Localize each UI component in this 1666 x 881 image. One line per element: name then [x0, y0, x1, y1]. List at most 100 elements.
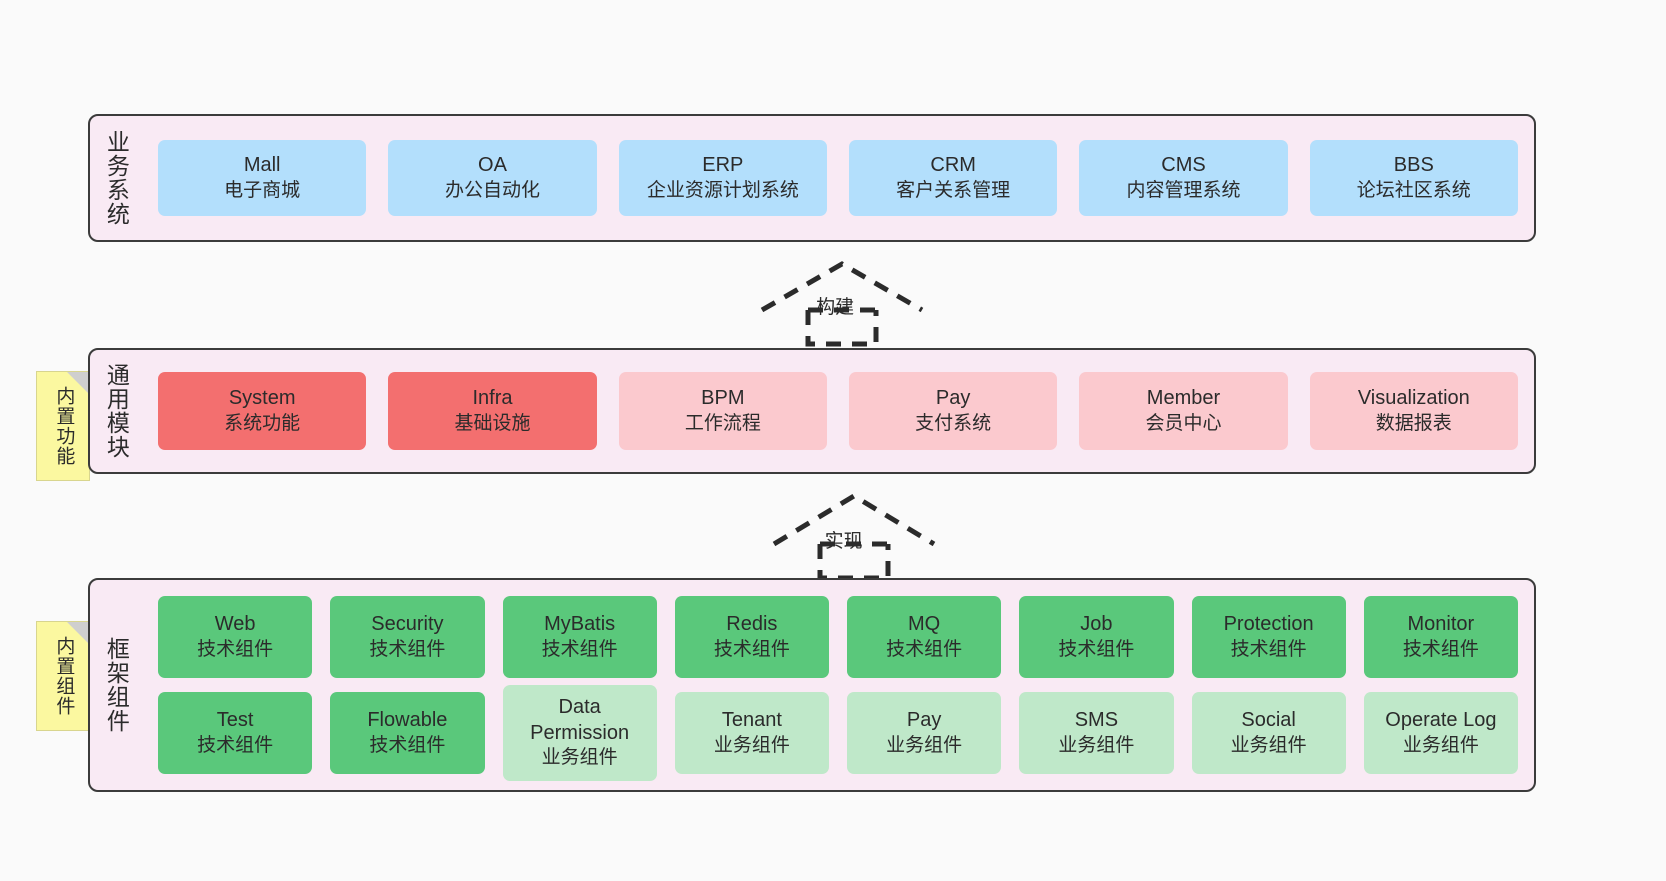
- layer-body-framework-components: Web 技术组件 Security 技术组件 MyBatis 技术组件 Redi…: [142, 580, 1534, 790]
- card-title: BPM: [701, 387, 745, 410]
- module-card-infra[interactable]: Infra 基础设施: [388, 372, 597, 450]
- card-title: CRM: [930, 154, 976, 177]
- card-subtitle: 技术组件: [1058, 638, 1135, 660]
- note-label: 内置组件: [53, 636, 75, 716]
- module-card-member[interactable]: Member 会员中心: [1079, 372, 1288, 450]
- layer-title-business: 业务系统: [103, 130, 130, 226]
- card-subtitle: 基础设施: [454, 412, 531, 434]
- card-subtitle: 技术组件: [369, 734, 446, 756]
- card-subtitle: 技术组件: [1230, 638, 1307, 660]
- framework-card-flowable[interactable]: Flowable 技术组件: [330, 692, 485, 774]
- note-fold-corner-icon: [67, 622, 89, 644]
- framework-card-protection[interactable]: Protection 技术组件: [1191, 596, 1346, 678]
- layer-title-common-modules: 通用模块: [103, 363, 130, 459]
- layer-panel-framework-components: 框架组件 Web 技术组件 Security 技术组件 MyBatis 技术组件…: [88, 578, 1536, 792]
- framework-card-web[interactable]: Web 技术组件: [158, 596, 313, 678]
- card-subtitle: 技术组件: [886, 638, 963, 660]
- module-card-bpm[interactable]: BPM 工作流程: [618, 372, 827, 450]
- card-title: Pay: [935, 387, 971, 410]
- card-title: Monitor: [1407, 613, 1475, 636]
- layer-title-framework-components: 框架组件: [103, 637, 130, 733]
- business-card-oa[interactable]: OA 办公自动化: [388, 140, 597, 216]
- card-title: Job: [1080, 613, 1113, 636]
- card-subtitle: 企业资源计划系统: [646, 179, 799, 201]
- layer-row: Test 技术组件 Flowable 技术组件 Data Permission …: [158, 685, 1518, 781]
- layer-row: System 系统功能 Infra 基础设施 BPM 工作流程 Pay 支付系统…: [158, 372, 1518, 450]
- card-title: Member: [1146, 387, 1221, 410]
- card-title: Test: [216, 709, 254, 732]
- framework-card-monitor[interactable]: Monitor 技术组件: [1363, 596, 1518, 678]
- note-fold-corner-icon: [67, 372, 89, 394]
- card-subtitle: 技术组件: [369, 638, 446, 660]
- card-title: Data Permission: [530, 696, 630, 744]
- card-subtitle: 内容管理系统: [1126, 179, 1241, 201]
- card-title: MyBatis: [544, 613, 616, 636]
- card-subtitle: 技术组件: [1402, 638, 1479, 660]
- card-subtitle: 技术组件: [541, 638, 618, 660]
- layer-row: Mall 电子商城 OA 办公自动化 ERP 企业资源计划系统 CRM 客户关系…: [158, 140, 1518, 216]
- card-title: Operate Log: [1385, 709, 1497, 732]
- card-title: Infra: [472, 387, 513, 410]
- framework-card-operate-log[interactable]: Operate Log 业务组件: [1363, 692, 1518, 774]
- card-subtitle: 技术组件: [197, 734, 274, 756]
- note-builtin-components: 内置组件: [36, 621, 90, 731]
- framework-card-social[interactable]: Social 业务组件: [1191, 692, 1346, 774]
- layer-body-common-modules: System 系统功能 Infra 基础设施 BPM 工作流程 Pay 支付系统…: [142, 350, 1534, 472]
- card-subtitle: 论坛社区系统: [1356, 179, 1471, 201]
- card-subtitle: 办公自动化: [444, 179, 540, 201]
- framework-card-pay[interactable]: Pay 业务组件: [847, 692, 1002, 774]
- card-subtitle: 业务组件: [1230, 734, 1307, 756]
- generalization-arrow-implement: 实现: [768, 490, 940, 582]
- card-title: Protection: [1223, 613, 1314, 636]
- card-title: BBS: [1393, 154, 1434, 177]
- card-title: ERP: [702, 154, 744, 177]
- note-builtin-features: 内置功能: [36, 371, 90, 481]
- card-title: System: [228, 387, 296, 410]
- generalization-arrow-build: 构建: [756, 258, 928, 348]
- business-card-crm[interactable]: CRM 客户关系管理: [848, 140, 1058, 216]
- card-title: MQ: [908, 613, 941, 636]
- arrow-head-chevron: [772, 493, 936, 547]
- arrow-stem: [805, 310, 879, 347]
- card-subtitle: 数据报表: [1375, 412, 1452, 434]
- business-card-cms[interactable]: CMS 内容管理系统: [1079, 140, 1288, 216]
- framework-card-job[interactable]: Job 技术组件: [1019, 596, 1174, 678]
- card-subtitle: 工作流程: [684, 412, 761, 434]
- business-card-erp[interactable]: ERP 企业资源计划系统: [618, 140, 827, 216]
- module-card-pay[interactable]: Pay 支付系统: [848, 372, 1058, 450]
- arrow-head-chevron: [760, 261, 924, 313]
- card-title: Tenant: [721, 709, 782, 732]
- framework-card-mq[interactable]: MQ 技术组件: [847, 596, 1002, 678]
- module-card-visualization[interactable]: Visualization 数据报表: [1309, 372, 1518, 450]
- card-title: Web: [214, 613, 256, 636]
- layer-panel-business: 业务系统 Mall 电子商城 OA 办公自动化 ERP 企业资源计划系统 CRM…: [88, 114, 1536, 242]
- layer-row: Web 技术组件 Security 技术组件 MyBatis 技术组件 Redi…: [158, 596, 1518, 678]
- card-subtitle: 客户关系管理: [896, 179, 1011, 201]
- card-title: Pay: [906, 709, 942, 732]
- card-subtitle: 会员中心: [1145, 412, 1222, 434]
- card-subtitle: 技术组件: [197, 638, 274, 660]
- card-subtitle: 业务组件: [1058, 734, 1135, 756]
- framework-card-test[interactable]: Test 技术组件: [158, 692, 313, 774]
- card-title: SMS: [1074, 709, 1119, 732]
- card-subtitle: 业务组件: [1402, 734, 1479, 756]
- framework-card-mybatis[interactable]: MyBatis 技术组件: [502, 596, 657, 678]
- framework-card-sms[interactable]: SMS 业务组件: [1019, 692, 1174, 774]
- arrow-stem: [817, 544, 891, 581]
- note-label: 内置功能: [53, 386, 75, 466]
- arrow-label-build: 构建: [816, 297, 855, 318]
- card-subtitle: 业务组件: [541, 747, 618, 769]
- layer-panel-common-modules: 通用模块 System 系统功能 Infra 基础设施 BPM 工作流程 Pay…: [88, 348, 1536, 474]
- card-title: CMS: [1161, 154, 1206, 177]
- business-card-bbs[interactable]: BBS 论坛社区系统: [1309, 140, 1518, 216]
- card-title: Mall: [243, 154, 281, 177]
- framework-card-data-permission[interactable]: Data Permission 业务组件: [502, 685, 657, 781]
- card-subtitle: 支付系统: [915, 412, 992, 434]
- framework-card-tenant[interactable]: Tenant 业务组件: [674, 692, 829, 774]
- module-card-system[interactable]: System 系统功能: [158, 372, 367, 450]
- framework-card-security[interactable]: Security 技术组件: [330, 596, 485, 678]
- card-subtitle: 业务组件: [713, 734, 790, 756]
- framework-card-redis[interactable]: Redis 技术组件: [674, 596, 829, 678]
- card-title: OA: [478, 154, 507, 177]
- business-card-mall[interactable]: Mall 电子商城: [158, 140, 367, 216]
